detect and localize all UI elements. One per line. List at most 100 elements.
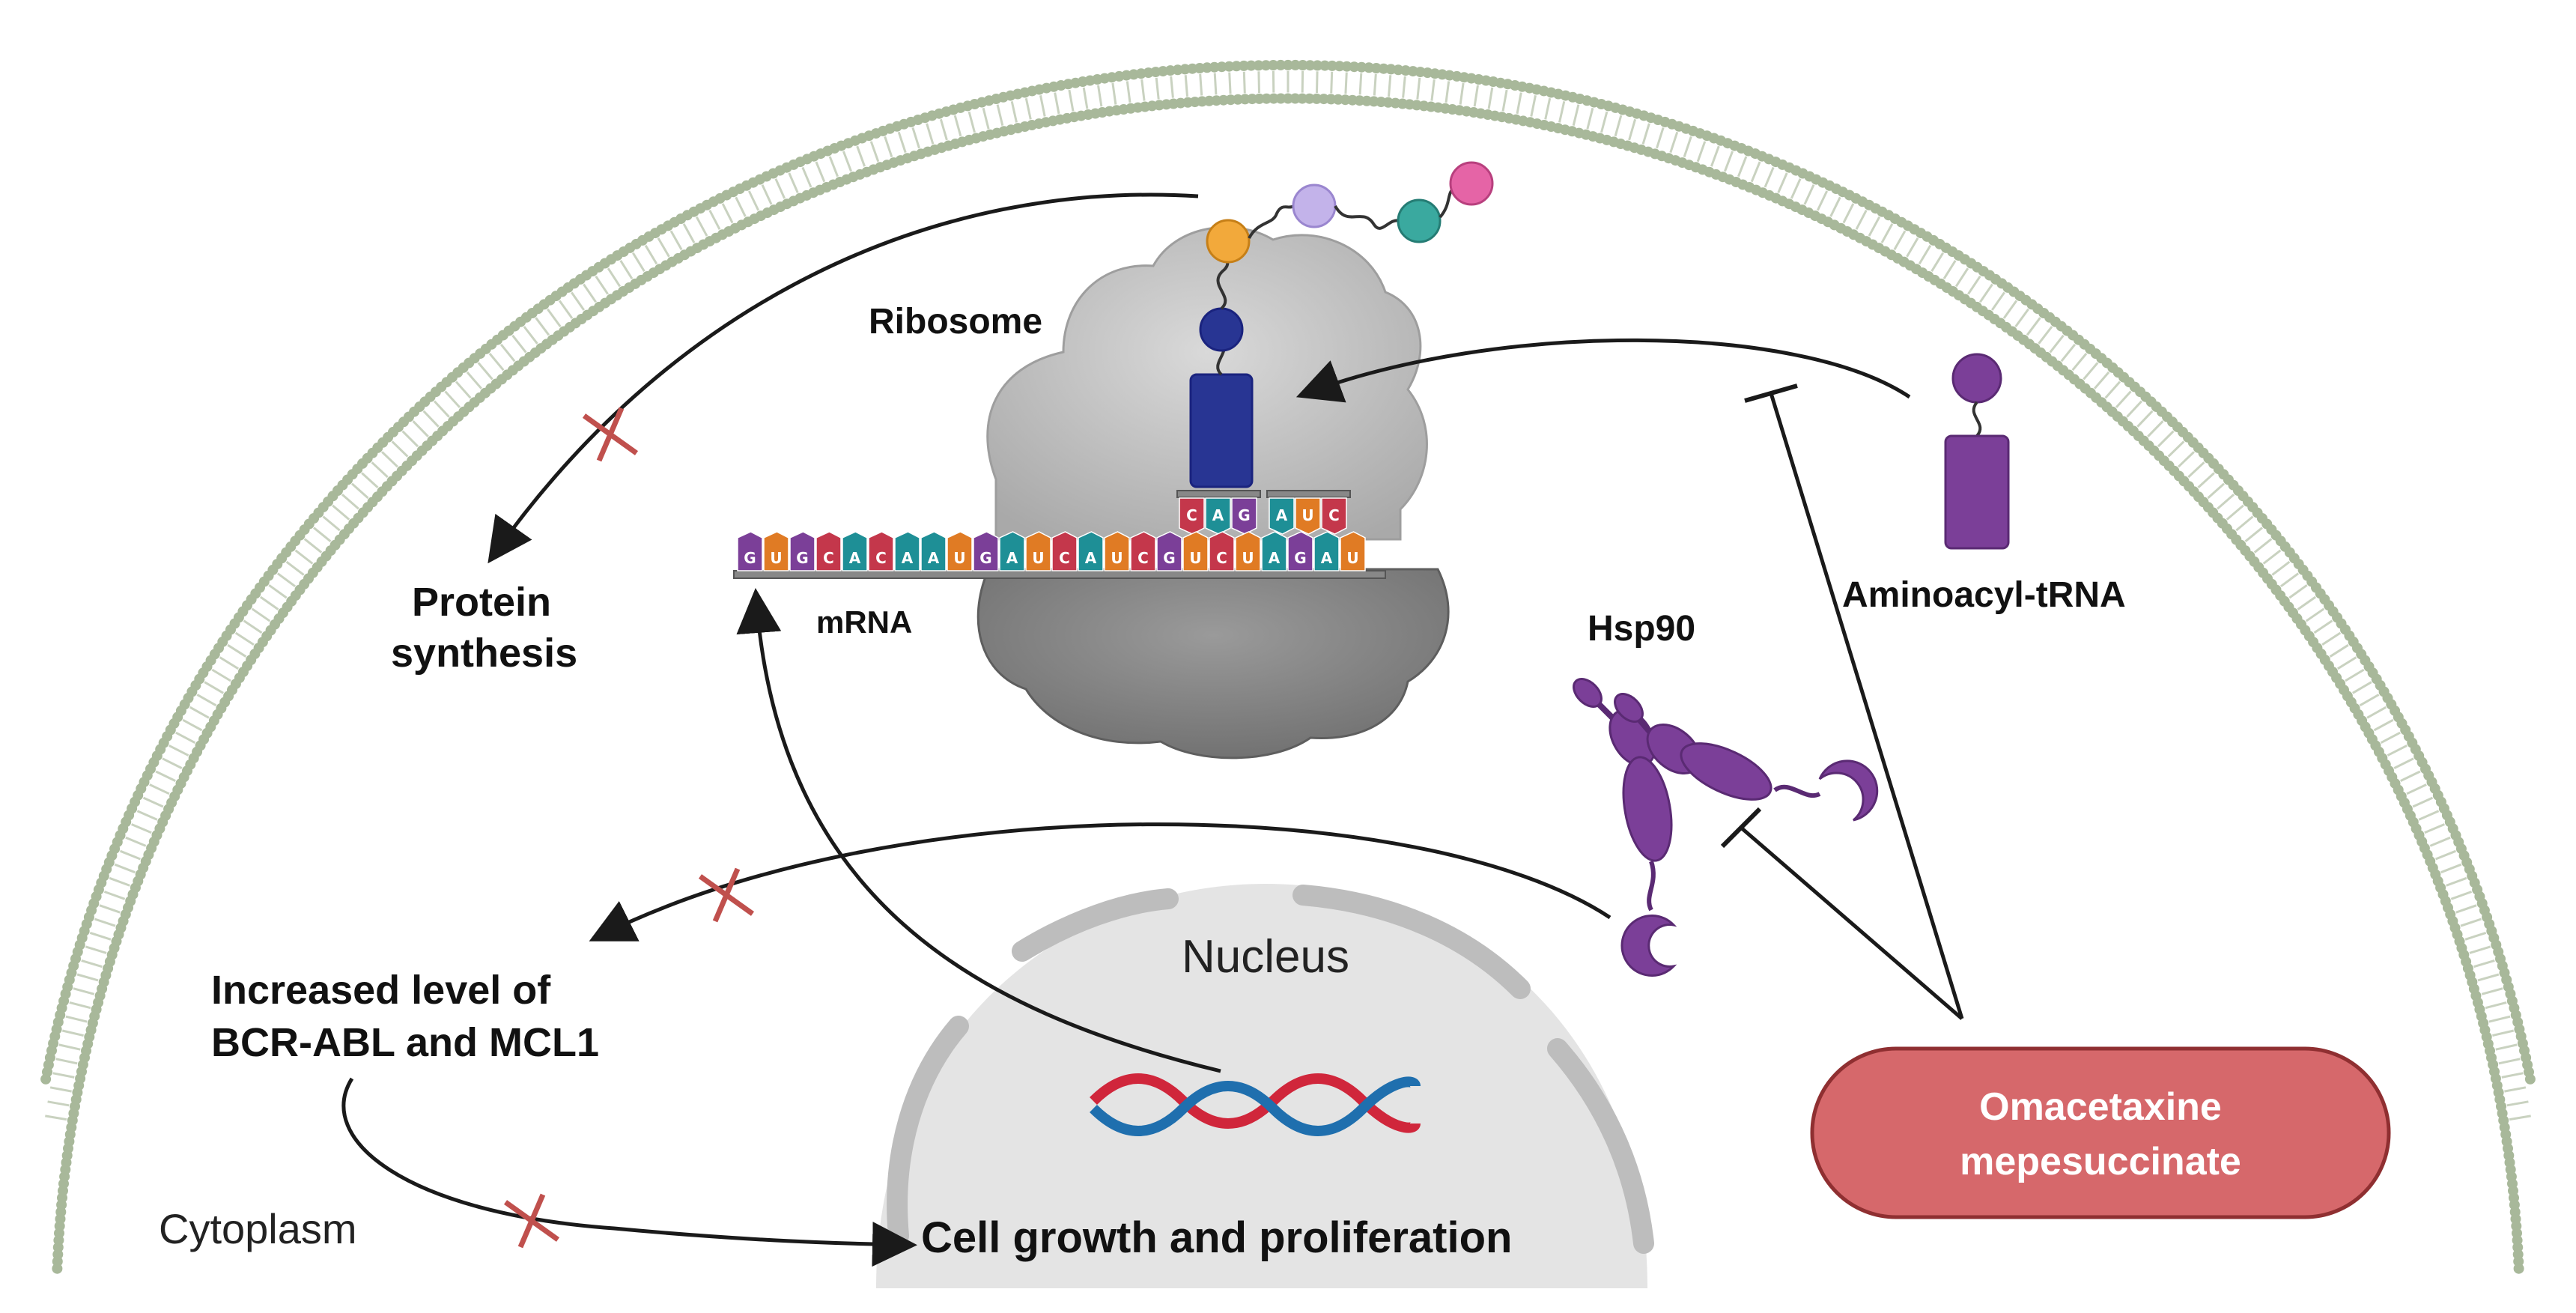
mrna-base-letter: U <box>1242 549 1254 567</box>
membrane-tail <box>524 327 538 344</box>
membrane-tail <box>434 401 449 417</box>
membrane-tail <box>1856 210 1866 230</box>
membrane-tail <box>413 421 428 437</box>
membrane-tail <box>1474 85 1477 106</box>
membrane-tail <box>296 551 313 564</box>
mrna-base-letter: U <box>1189 549 1201 567</box>
anticodon-base-letter: A <box>1212 506 1224 524</box>
peptide-linker <box>1335 206 1400 228</box>
membrane-tail <box>885 136 892 157</box>
membrane-tail <box>723 204 732 223</box>
membrane-tail <box>1026 98 1030 119</box>
membrane-tail <box>204 682 223 694</box>
membrane-tail <box>736 197 746 216</box>
membrane-tail <box>2478 974 2499 980</box>
membrane-tail <box>176 733 195 743</box>
ribosome-label: Ribosome <box>869 302 1042 342</box>
membrane-tail <box>314 528 331 542</box>
mrna-backbone <box>734 571 1385 578</box>
mrna-base-letter: A <box>902 549 914 567</box>
membrane-tail <box>1882 224 1892 243</box>
membrane-tail <box>1489 88 1492 109</box>
membrane-tail <box>45 1116 67 1120</box>
mrna-base-letter: A <box>1321 549 1333 567</box>
membrane-tail <box>1869 217 1880 236</box>
membrane-tail <box>228 645 246 657</box>
membrane-tail <box>513 336 526 353</box>
drug-name-line1: Omacetaxine <box>1979 1085 2222 1129</box>
membrane-tail <box>1932 253 1943 272</box>
aminoacyl-residue <box>1953 354 2001 402</box>
membrane-tail <box>571 292 584 310</box>
inhibition-x-icon <box>700 869 753 921</box>
membrane-tail <box>547 309 560 327</box>
membrane-tail <box>1615 115 1621 136</box>
membrane-tail <box>501 345 514 362</box>
membrane-tail <box>2474 960 2495 966</box>
mrna-base-letter: G <box>1163 549 1175 567</box>
membrane-tail <box>2502 1073 2523 1078</box>
membrane-tail <box>899 132 905 152</box>
membrane-tail <box>1698 142 1705 162</box>
membrane-tail <box>132 825 152 833</box>
membrane-tail <box>696 217 707 236</box>
membrane-tail <box>1389 75 1391 97</box>
membrane-tail <box>305 539 322 553</box>
membrane-tail <box>2116 392 2130 407</box>
membrane-tail <box>1259 71 1260 93</box>
membrane-tail <box>1684 136 1691 157</box>
membrane-tail <box>95 919 116 926</box>
membrane-tail <box>261 597 279 610</box>
membrane-tail <box>1711 146 1719 166</box>
membrane-tail <box>183 720 201 730</box>
membrane-tail <box>803 167 811 187</box>
membrane-tail <box>278 574 295 586</box>
aminoacyl-trna: Aminoacyl-tRNA <box>1842 354 2126 615</box>
inhibition-crosses <box>505 408 753 1247</box>
membrane-tail <box>1992 292 2005 310</box>
membrane-tail <box>1360 73 1361 95</box>
membrane-tail <box>392 441 408 456</box>
membrane-tail <box>85 947 106 953</box>
aminoacyl-trna-body <box>1945 436 2008 548</box>
membrane-tail <box>287 562 304 575</box>
membrane-tail <box>2446 878 2467 885</box>
membrane-tail <box>479 363 493 379</box>
membrane-tail <box>983 108 988 129</box>
membrane-tail <box>789 173 798 192</box>
membrane-tail <box>2227 506 2244 520</box>
drug-box-shape <box>1812 1049 2389 1217</box>
membrane-tail <box>1069 90 1073 111</box>
membrane-tail <box>1055 93 1059 114</box>
membrane-tail <box>2188 462 2204 477</box>
membrane-tail <box>857 146 865 166</box>
membrane-tail <box>121 851 141 859</box>
inhibit-line-hsp90 <box>1741 828 1962 1019</box>
hsp90-linker <box>1649 861 1653 910</box>
membrane-tail <box>1244 72 1245 94</box>
membrane-tail <box>2496 1045 2517 1049</box>
membrane-tail <box>2387 745 2407 755</box>
membrane-tail <box>2322 633 2340 645</box>
membrane-tail <box>830 157 838 177</box>
membrane-tail <box>1503 90 1507 111</box>
membrane-tail <box>56 1059 77 1064</box>
membrane-tail <box>144 798 163 807</box>
membrane-tail <box>2407 785 2426 794</box>
membrane-tail <box>90 933 111 939</box>
membrane-tail <box>190 707 209 718</box>
membrane-tail <box>2436 851 2456 859</box>
membrane-tail <box>1546 98 1550 119</box>
membrane-tail <box>684 224 694 243</box>
membrane-tail <box>66 1016 87 1022</box>
mrna-base-letter: G <box>979 549 991 567</box>
membrane-tail <box>2281 574 2298 586</box>
membrane-tail <box>77 974 98 980</box>
membrane-tail <box>104 892 124 900</box>
membrane-tail <box>2413 798 2432 807</box>
membrane-tail <box>1317 71 1318 93</box>
membrane-tail <box>197 694 216 705</box>
membrane-tail <box>1817 191 1826 210</box>
